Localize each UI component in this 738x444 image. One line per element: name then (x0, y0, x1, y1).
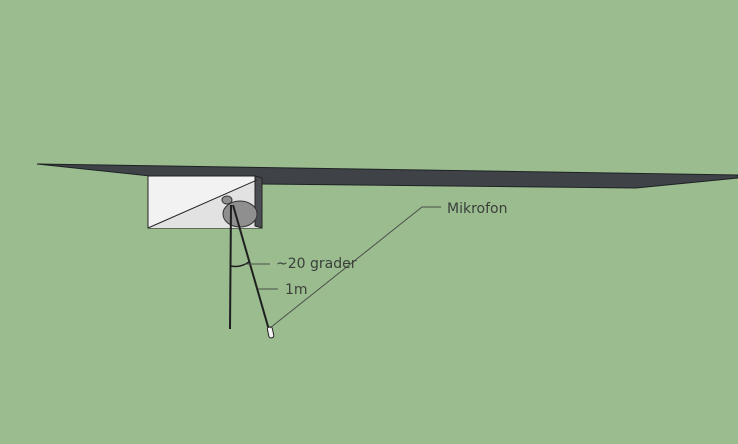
shelf-plane (36, 163, 738, 189)
box-diagonal (147, 179, 258, 229)
vertical-reference-line (229, 204, 232, 330)
microphone-icon (266, 326, 275, 339)
microphone-leader (269, 206, 441, 329)
microphone-label: Mikrofon (447, 201, 507, 217)
box-side (254, 175, 263, 229)
tweeter-icon (221, 195, 233, 205)
woofer-icon (222, 200, 258, 228)
angle-arc (230, 261, 250, 268)
distance-label: 1m (285, 282, 308, 298)
microphone-line (232, 204, 270, 331)
angle-label: ~20 grader (276, 256, 357, 272)
speaker-box (147, 175, 263, 229)
